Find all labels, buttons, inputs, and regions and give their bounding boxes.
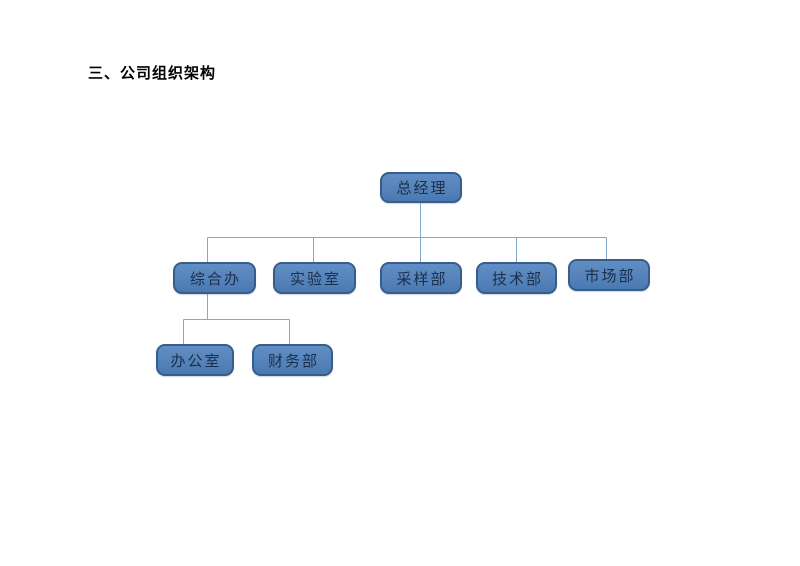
org-node-marketing-dept: 市场部: [568, 259, 650, 291]
section-heading: 三、公司组织架构: [88, 66, 217, 82]
org-node-comprehensive-office: 综合办: [173, 262, 256, 294]
org-node-sampling-dept: 采样部: [380, 262, 462, 294]
org-node-technology-dept: 技术部: [476, 262, 557, 294]
org-node-general-manager: 总经理: [380, 172, 462, 203]
org-node-laboratory: 实验室: [273, 262, 356, 294]
org-node-office: 办公室: [156, 344, 234, 376]
org-node-finance-dept: 财务部: [252, 344, 333, 376]
